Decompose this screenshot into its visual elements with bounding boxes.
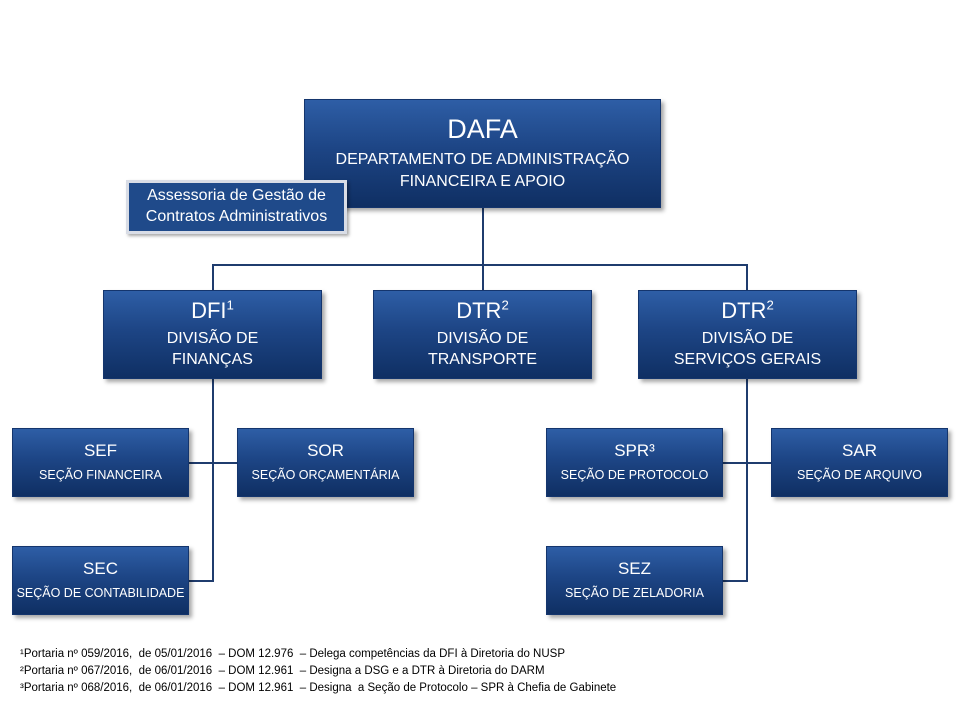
connector-line bbox=[188, 462, 238, 464]
node-name: SEÇÃO DE ZELADORIA bbox=[565, 585, 704, 600]
node-code: DFI1 bbox=[191, 297, 234, 324]
node-code: SAR bbox=[842, 441, 877, 461]
org-node-sef: SEF SEÇÃO FINANCEIRA bbox=[12, 428, 189, 497]
footnote-3: ³Portaria nº 068/2016, de 06/01/2016 – D… bbox=[20, 682, 617, 694]
node-code: SOR bbox=[307, 441, 344, 461]
node-code: SEC bbox=[83, 559, 118, 579]
footnote-1: ¹Portaria nº 059/2016, de 05/01/2016 – D… bbox=[20, 648, 566, 660]
node-name: SEÇÃO DE PROTOCOLO bbox=[560, 467, 709, 482]
footnotes: ¹Portaria nº 059/2016, de 05/01/2016 – D… bbox=[20, 646, 616, 697]
org-node-dafa: DAFA DEPARTAMENTO DE ADMINISTRAÇÃO FINAN… bbox=[304, 99, 661, 208]
node-name: SEÇÃO ORÇAMENTÁRIA bbox=[251, 467, 400, 482]
node-code: DAFA bbox=[447, 114, 518, 145]
node-name: DIVISÃO DE SERVIÇOS GERAIS bbox=[673, 329, 822, 369]
node-name: SEÇÃO DE CONTABILIDADE bbox=[16, 585, 185, 600]
org-node-dtr-transporte: DTR2 DIVISÃO DE TRANSPORTE bbox=[373, 290, 592, 379]
org-node-assessoria: Assessoria de Gestão de Contratos Admini… bbox=[126, 180, 347, 234]
node-name: DEPARTAMENTO DE ADMINISTRAÇÃO FINANCEIRA… bbox=[335, 151, 630, 191]
connector-line bbox=[212, 264, 214, 291]
node-code: SEZ bbox=[617, 559, 652, 579]
org-node-sez: SEZ SEÇÃO DE ZELADORIA bbox=[546, 546, 723, 615]
connector-line bbox=[746, 378, 748, 581]
footnote-2: ²Portaria nº 067/2016, de 06/01/2016 – D… bbox=[20, 665, 545, 677]
org-node-sar: SAR SEÇÃO DE ARQUIVO bbox=[771, 428, 948, 497]
node-code: SPR³ bbox=[614, 441, 655, 461]
connector-line bbox=[746, 264, 748, 291]
connector-line bbox=[722, 462, 772, 464]
org-node-sor: SOR SEÇÃO ORÇAMENTÁRIA bbox=[237, 428, 414, 497]
connector-line bbox=[212, 378, 214, 581]
org-node-dfi: DFI1 DIVISÃO DE FINANÇAS bbox=[103, 290, 322, 379]
connector-line bbox=[212, 264, 747, 266]
org-node-sec: SEC SEÇÃO DE CONTABILIDADE bbox=[12, 546, 189, 615]
node-name: DIVISÃO DE FINANÇAS bbox=[166, 329, 259, 369]
node-name: SEÇÃO DE ARQUIVO bbox=[796, 467, 923, 482]
connector-line bbox=[482, 207, 484, 291]
connector-line bbox=[188, 580, 214, 582]
node-code: SEF bbox=[83, 441, 118, 461]
node-code: DTR2 bbox=[456, 297, 509, 324]
node-code: DTR2 bbox=[721, 297, 774, 324]
node-name: SEÇÃO FINANCEIRA bbox=[39, 467, 162, 482]
org-node-dtr-servicos-gerais: DTR2 DIVISÃO DE SERVIÇOS GERAIS bbox=[638, 290, 857, 379]
node-name: DIVISÃO DE TRANSPORTE bbox=[427, 329, 538, 369]
org-node-spr: SPR³ SEÇÃO DE PROTOCOLO bbox=[546, 428, 723, 497]
connector-line bbox=[722, 580, 748, 582]
